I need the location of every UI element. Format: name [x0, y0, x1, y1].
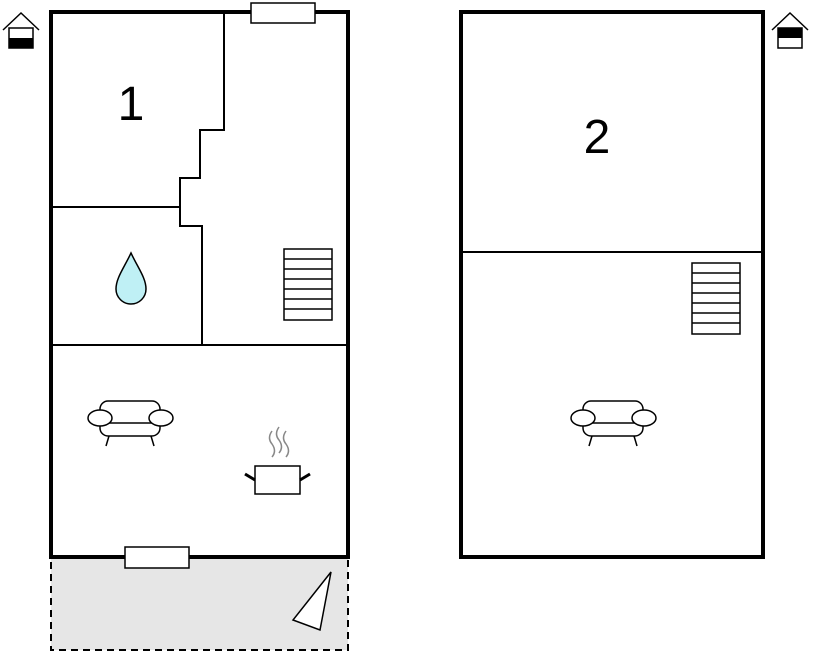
- floor-2-plan: 2: [459, 10, 765, 559]
- compass-arrow-icon: [291, 571, 332, 632]
- sofa-icon: [570, 400, 657, 447]
- window-icon: [250, 2, 316, 24]
- floor-label: 1: [118, 78, 145, 131]
- house-upper-floor-icon: [771, 11, 809, 49]
- cooking-pot-icon: [244, 426, 311, 495]
- sofa-icon: [87, 400, 174, 447]
- water-drop-icon: [115, 251, 147, 305]
- terrace: [50, 556, 349, 651]
- window-icon: [124, 546, 190, 569]
- staircase-icon: [691, 262, 741, 335]
- floor-1-plan: 1: [49, 2, 350, 569]
- house-ground-floor-icon: [2, 11, 40, 49]
- staircase-icon: [283, 248, 333, 321]
- floor-label: 2: [584, 111, 611, 164]
